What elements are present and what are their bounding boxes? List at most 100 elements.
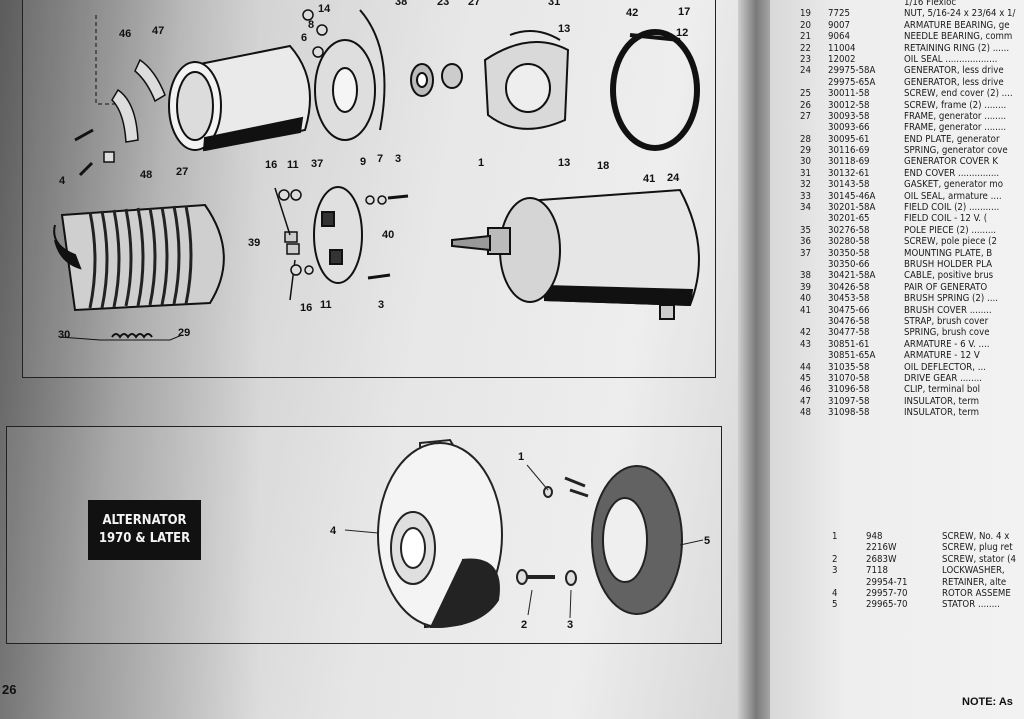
callout-27b: 27: [176, 166, 189, 178]
generator-exploded-diagram: [53, 9, 704, 629]
callout-23: 23: [437, 0, 450, 8]
callout-27a: 27: [468, 0, 481, 8]
callout-24: 24: [667, 172, 680, 184]
alternator-screws: [516, 486, 577, 586]
alt-callout-3: 3: [567, 619, 574, 631]
callout-41: 41: [643, 173, 656, 185]
page-number: 26: [2, 682, 17, 697]
alternator-stator: [564, 465, 683, 615]
alt-callout-5: 5: [704, 535, 711, 547]
callout-31: 31: [548, 0, 561, 8]
callout-12: 12: [676, 27, 689, 39]
terminal-clips: [74, 58, 166, 177]
callout-9: 9: [360, 156, 367, 168]
brush-holder-plate: [313, 186, 363, 284]
callout-39: 39: [248, 237, 261, 249]
callout-13b: 13: [558, 157, 571, 169]
leader-lines: [59, 334, 704, 619]
callout-13a: 13: [558, 23, 571, 35]
callout-16a: 16: [265, 159, 278, 171]
small-hardware: [278, 9, 409, 280]
alt-callout-2: 2: [521, 619, 528, 631]
mounting-plate: [314, 9, 386, 141]
callout-18: 18: [597, 160, 610, 172]
alternator-rotor: [377, 438, 503, 629]
assembled-generator: [451, 188, 700, 320]
alt-callout-4: 4: [330, 525, 337, 537]
end-cover: [483, 30, 570, 130]
callout-42: 42: [626, 7, 639, 19]
callout-8: 8: [308, 19, 315, 31]
callout-38: 38: [395, 0, 408, 8]
callout-46: 46: [119, 28, 132, 40]
callout-7: 7: [377, 153, 384, 165]
callout-4: 4: [59, 175, 66, 187]
bearing-seal: [410, 63, 463, 97]
brushes: [274, 187, 300, 301]
callout-1: 1: [478, 157, 485, 169]
callout-29: 29: [178, 327, 191, 339]
callout-11b: 11: [320, 299, 332, 311]
callout-40: 40: [382, 229, 395, 241]
callout-17: 17: [678, 6, 691, 18]
field-coil-cover: [53, 203, 225, 312]
alternator-label: ALTERNATOR 1970 & LATER: [88, 500, 201, 560]
callout-48: 48: [140, 169, 153, 181]
generator-frame: [168, 44, 311, 152]
callout-37: 37: [311, 158, 324, 170]
parts-row: 1/16 Flexloc: [904, 0, 957, 8]
dashed-leader: [95, 15, 118, 105]
spring: [111, 333, 153, 339]
callout-3a: 3: [395, 153, 402, 165]
callout-3b: 3: [378, 299, 385, 311]
callout-16b: 16: [300, 302, 313, 314]
callout-47: 47: [152, 25, 165, 37]
alternator-label-line2: 1970 & LATER: [98, 531, 191, 546]
alternator-label-line1: ALTERNATOR: [102, 513, 187, 528]
callout-6: 6: [301, 32, 308, 44]
